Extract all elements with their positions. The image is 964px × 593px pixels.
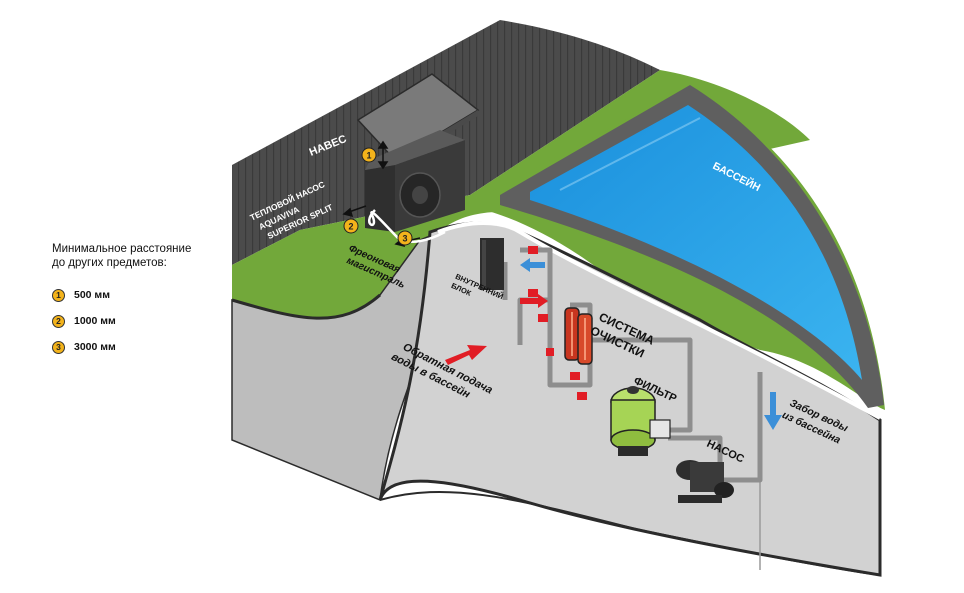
- ground-outline: [437, 221, 881, 420]
- legend-item: 3 3000 мм: [52, 334, 191, 360]
- marker-2: 2: [343, 218, 359, 234]
- indoor-in-arrow-icon: [520, 258, 545, 272]
- heat-pump-unit: [356, 73, 480, 232]
- legend-badge: 1: [52, 288, 65, 302]
- marker-3: 3: [397, 230, 413, 246]
- legend-value: 500 мм: [74, 289, 110, 301]
- svg-text:3: 3: [402, 234, 407, 244]
- cleaning-system: [564, 307, 593, 365]
- svg-text:2: 2: [348, 222, 353, 232]
- ground-edge: [231, 293, 381, 320]
- svg-text:1: 1: [366, 151, 371, 161]
- legend-badge: 3: [52, 340, 65, 354]
- freon-line: [368, 209, 446, 243]
- intake-arrow-icon: [764, 392, 782, 430]
- legend-value: 1000 мм: [74, 315, 116, 327]
- legend-item: 2 1000 мм: [52, 308, 191, 334]
- marker-1: 1: [361, 147, 377, 163]
- pool-water: [530, 105, 862, 380]
- legend-value: 3000 мм: [74, 341, 116, 353]
- pipe-red-fittings: [528, 246, 587, 400]
- legend-item: 1 500 мм: [52, 282, 191, 308]
- indoor-unit-shade: [482, 240, 486, 288]
- water-highlight: [559, 117, 701, 191]
- legend-heading: Минимальное расстояние до других предмет…: [52, 243, 192, 269]
- return-arrow-icon: [445, 345, 487, 365]
- basement-floor: [379, 490, 881, 576]
- water-pump: [676, 460, 734, 503]
- flow-arrows: [445, 258, 782, 430]
- indoor-out-arrow-icon: [520, 294, 548, 308]
- sand-filter: [610, 386, 671, 456]
- legend-badge: 2: [52, 314, 65, 328]
- distance-legend: Минимальное расстояние до других предмет…: [52, 242, 191, 360]
